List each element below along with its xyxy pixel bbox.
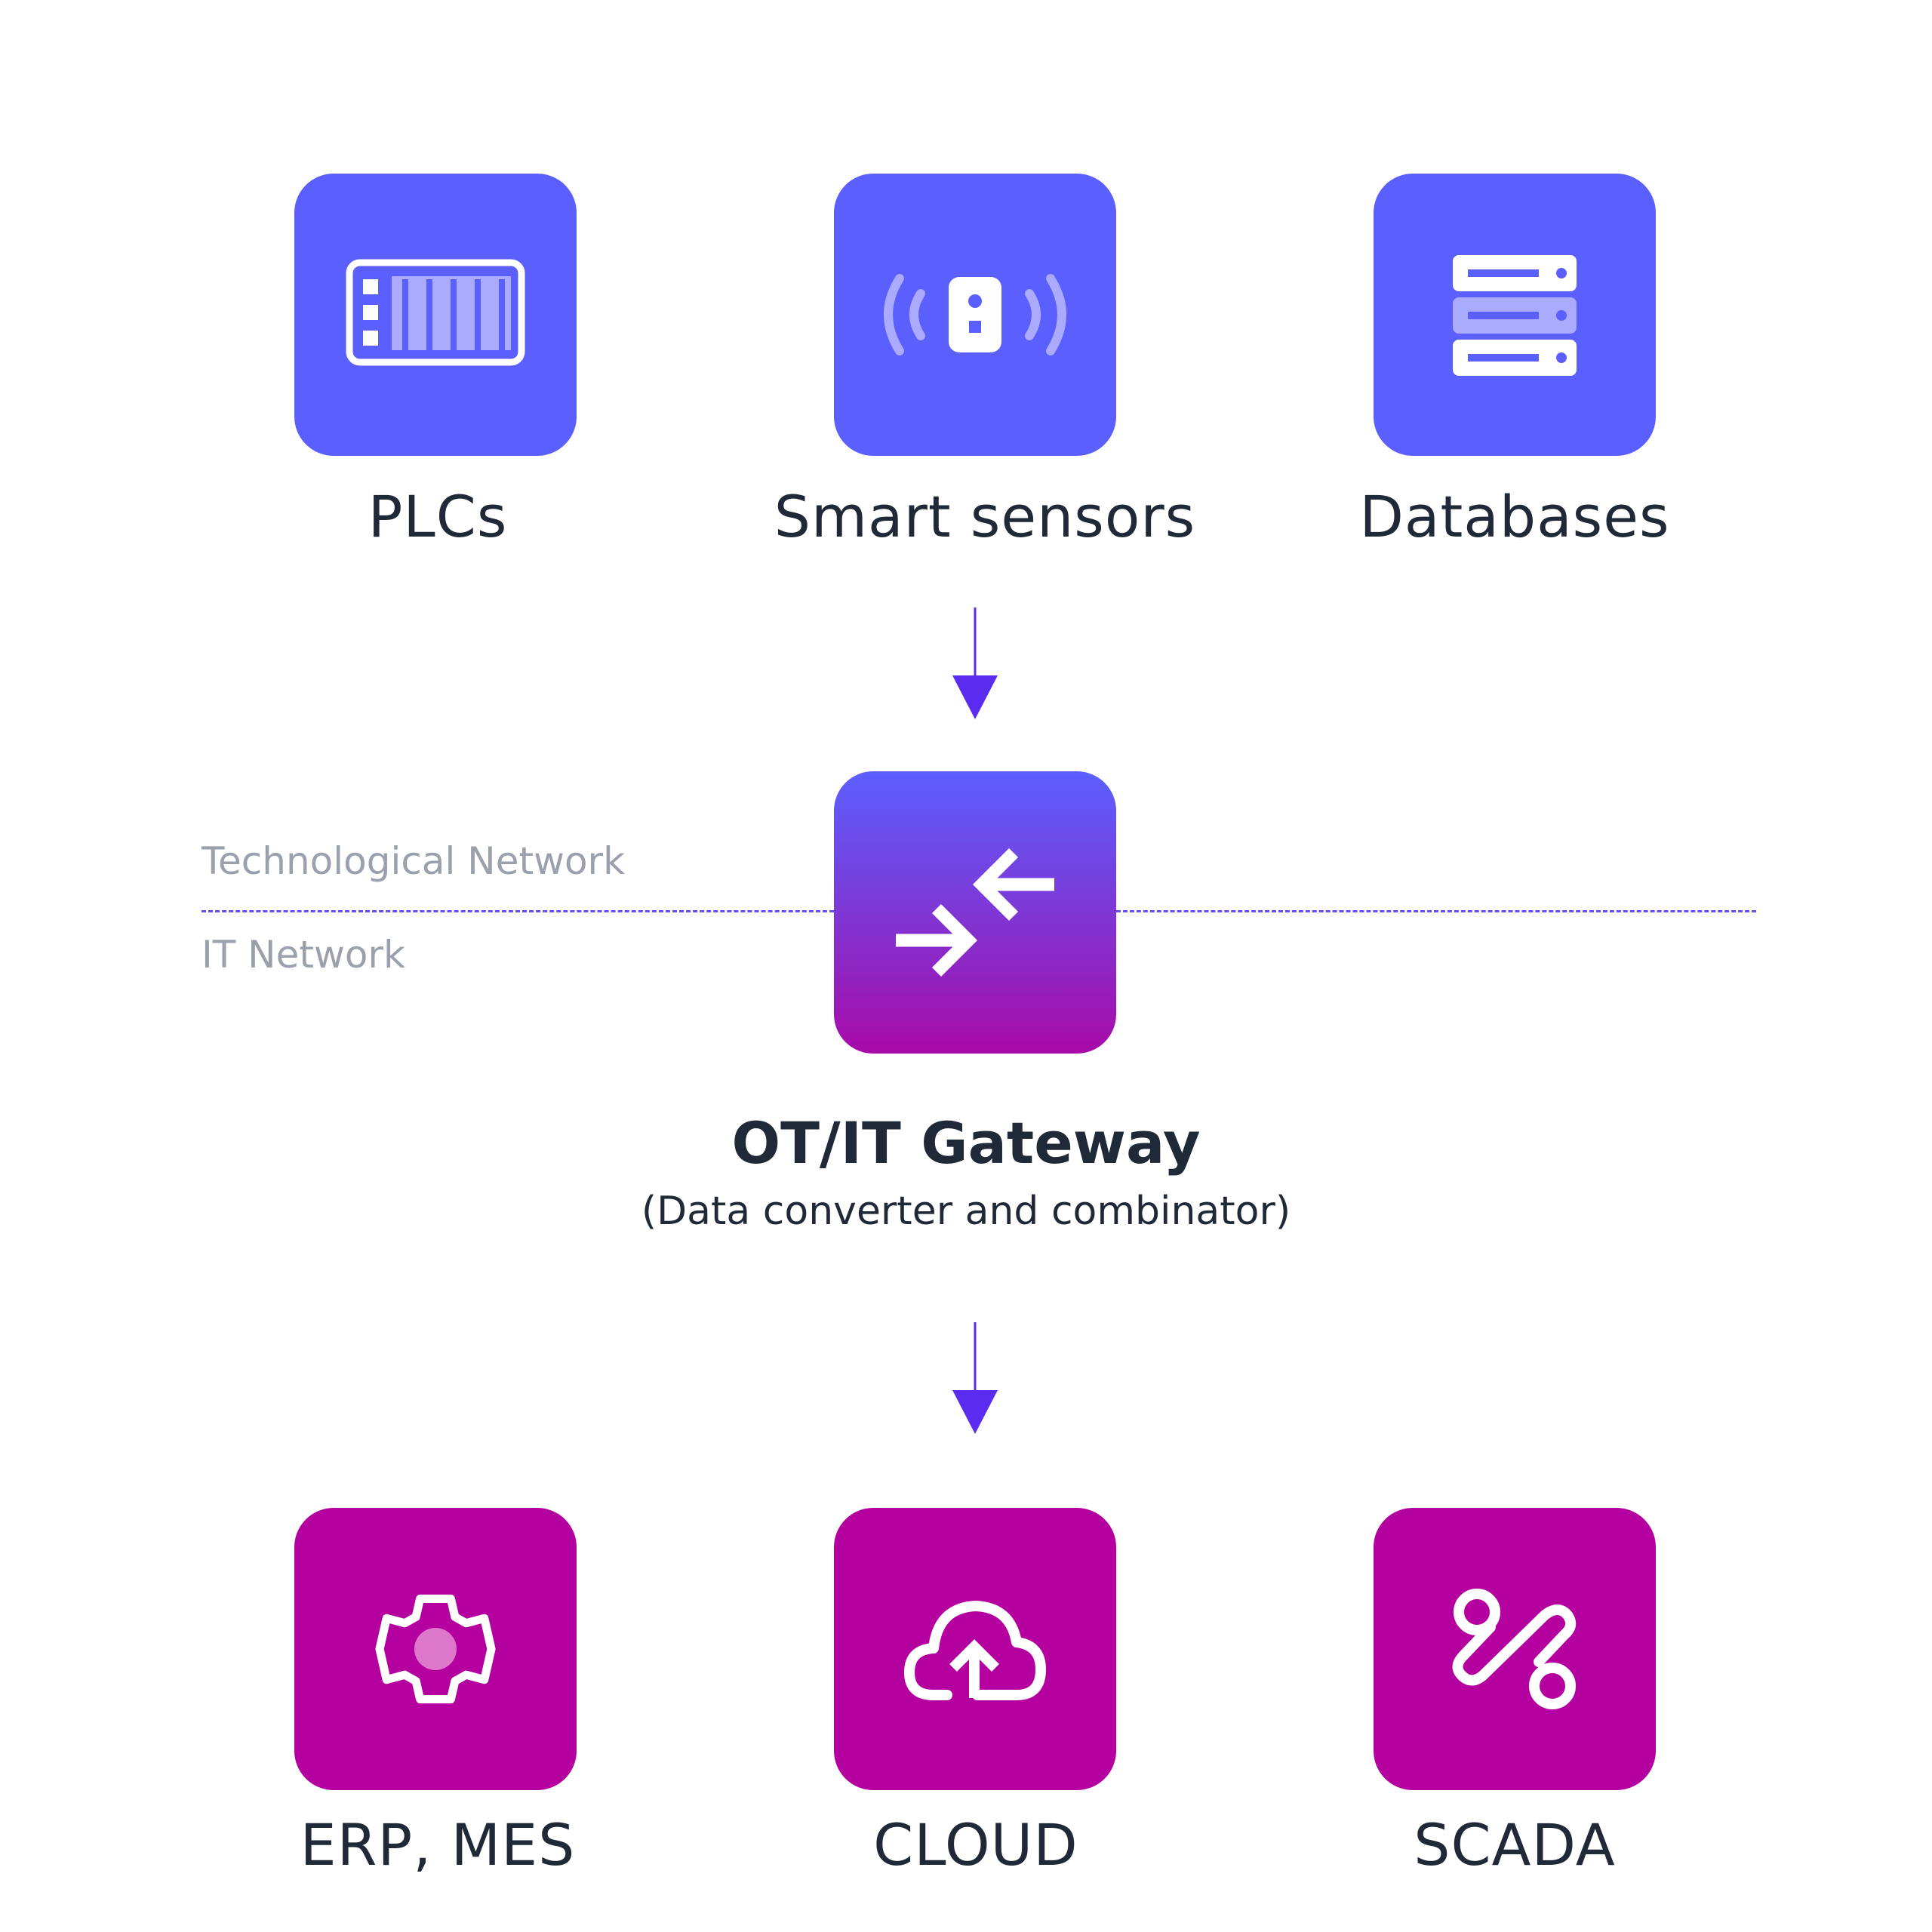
exchange-arrows-icon xyxy=(896,848,1054,977)
it-network-label: IT Network xyxy=(202,933,405,977)
destination-label-cloud: CLOUD xyxy=(873,1811,1078,1878)
arrow-down-icon xyxy=(952,608,998,719)
destination-label-scada: SCADA xyxy=(1414,1811,1616,1878)
network-boundary-line-right xyxy=(1116,910,1756,912)
plc-icon xyxy=(346,259,525,366)
network-boundary-line-left xyxy=(202,910,834,912)
scada-tile xyxy=(1374,1508,1656,1790)
database-icon xyxy=(1453,255,1577,376)
cloud-upload-icon xyxy=(904,1601,1046,1700)
route-icon xyxy=(1452,1589,1577,1709)
source-label-plcs: PLCs xyxy=(368,483,508,550)
arrow-down-icon xyxy=(952,1322,998,1434)
erp-mes-tile xyxy=(294,1508,577,1790)
gateway-title: OT/IT Gateway xyxy=(731,1109,1201,1177)
cloud-tile xyxy=(834,1508,1116,1790)
technological-network-label: Technological Network xyxy=(202,839,626,883)
gateway-tile xyxy=(834,771,1116,1054)
gear-icon xyxy=(375,1594,496,1704)
destination-label-erp-mes: ERP, MES xyxy=(300,1811,576,1878)
database-tile xyxy=(1374,174,1656,456)
gateway-subtitle: (Data converter and combinator) xyxy=(641,1189,1291,1234)
source-label-databases: Databases xyxy=(1359,483,1670,550)
source-label-sensors: Smart sensors xyxy=(774,483,1196,550)
plc-tile xyxy=(294,174,577,456)
sensor-icon xyxy=(884,274,1066,355)
sensor-tile xyxy=(834,174,1116,456)
